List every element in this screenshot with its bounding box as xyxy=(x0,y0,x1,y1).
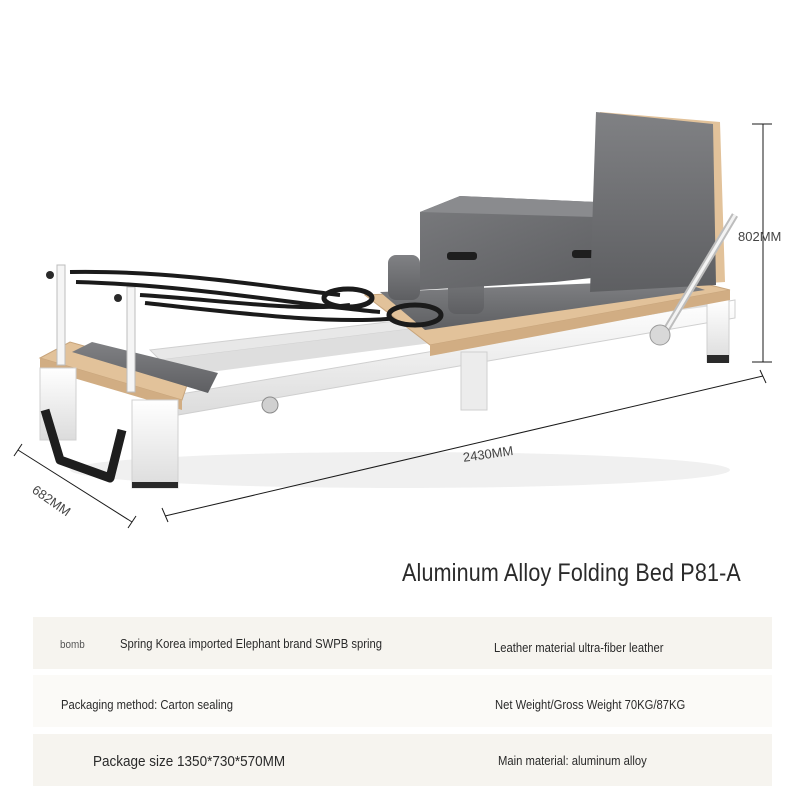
spec-package-size: Package size 1350*730*570MM xyxy=(93,753,286,770)
spec-weight: Net Weight/Gross Weight 70KG/87KG xyxy=(495,698,686,712)
spec-packaging: Packaging method: Carton sealing xyxy=(61,698,233,712)
spec-row: bomb Spring Korea imported Elephant bran… xyxy=(33,617,772,669)
height-dimension-label: 802MM xyxy=(738,229,782,244)
reformer-bed-illustration xyxy=(13,112,772,529)
spec-row: Package size 1350*730*570MM Main materia… xyxy=(33,734,772,786)
spec-material: Main material: aluminum alloy xyxy=(498,754,647,768)
spec-spring: Spring Korea imported Elephant brand SWP… xyxy=(120,637,383,651)
product-title: Aluminum Alloy Folding Bed P81-A xyxy=(402,559,741,587)
spec-leather: Leather material ultra-fiber leather xyxy=(494,641,664,655)
spec-row: Packaging method: Carton sealing Net Wei… xyxy=(33,675,772,727)
spec-label-bomb: bomb xyxy=(60,639,85,651)
